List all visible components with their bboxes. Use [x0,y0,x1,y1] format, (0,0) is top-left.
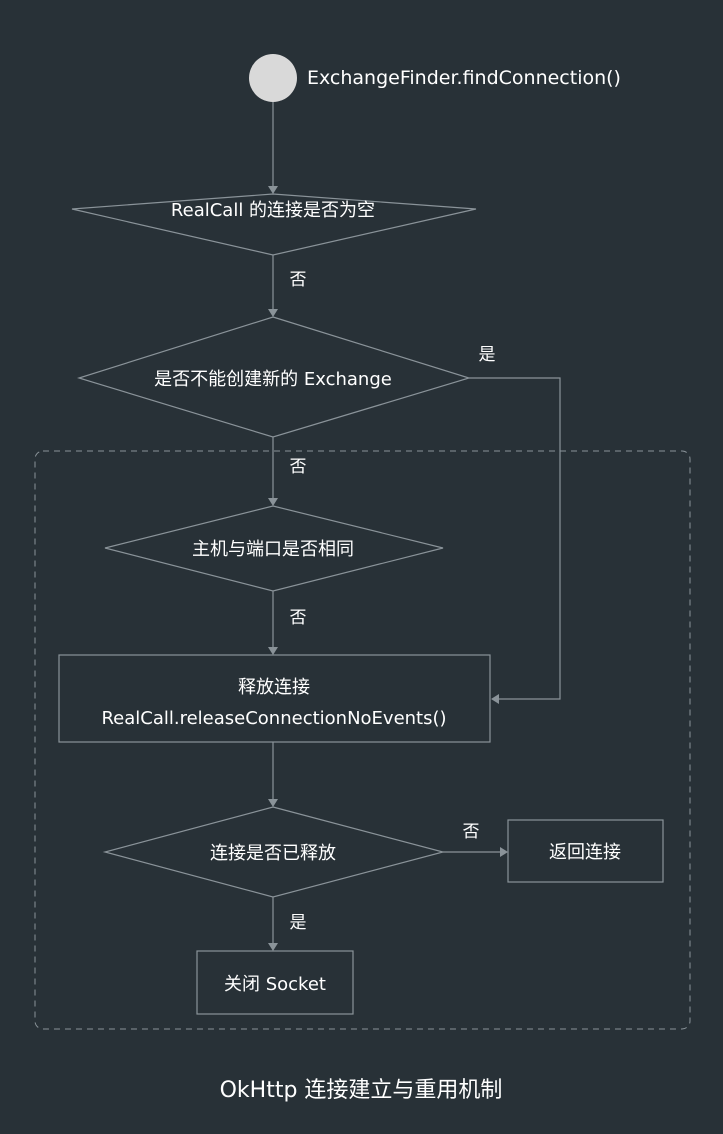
process-return-connection [507,819,664,883]
arrowhead [268,647,278,655]
process-close-socket [196,950,354,1015]
arrowhead [268,309,278,317]
arrowhead [491,694,499,704]
decision-realcall-empty-label: RealCall 的连接是否为空 [171,200,375,221]
arrowhead [268,186,278,194]
process-release-line2: RealCall.releaseConnectionNoEvents() [101,708,446,729]
arrowhead [500,847,508,857]
arrowhead [268,799,278,807]
start-label: ExchangeFinder.findConnection() [307,67,621,89]
process-close-label: 关闭 Socket [224,974,326,995]
edge-label-no: 否 [290,457,307,477]
process-release-line1: 释放连接 [238,677,310,698]
edge-label-no: 否 [463,822,480,842]
decision-cannot-create-label: 是否不能创建新的 Exchange [154,369,392,390]
arrowhead [268,943,278,951]
process-release-connection [58,654,491,743]
edge-label-yes: 是 [290,913,307,933]
decision-host-port-label: 主机与端口是否相同 [192,539,354,560]
edge-label-yes: 是 [479,345,496,365]
edge-label-no: 否 [290,270,307,290]
decision-released-label: 连接是否已释放 [210,843,336,864]
process-return-label: 返回连接 [549,842,621,863]
start-node [249,54,297,102]
arrowhead [268,498,278,506]
edge-label-no: 否 [290,608,307,628]
reuse-group-box [34,450,691,1030]
edge-cannot-create-yes-to-release [469,377,561,700]
diagram-caption: OkHttp 连接建立与重用机制 [220,1078,503,1103]
